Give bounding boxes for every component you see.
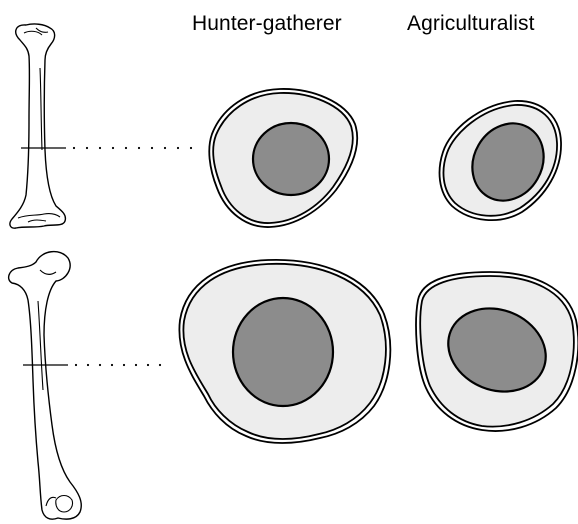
hunter-gatherer-humerus-cross-section <box>209 89 357 227</box>
femur-icon <box>9 252 82 520</box>
humerus-icon <box>10 24 66 228</box>
humerus-section-line <box>21 147 192 149</box>
agriculturalist-femur-cross-section <box>416 272 578 431</box>
agriculturalist-humerus-cross-section <box>440 101 562 220</box>
hunter-gatherer-femur-cross-section <box>179 260 390 443</box>
